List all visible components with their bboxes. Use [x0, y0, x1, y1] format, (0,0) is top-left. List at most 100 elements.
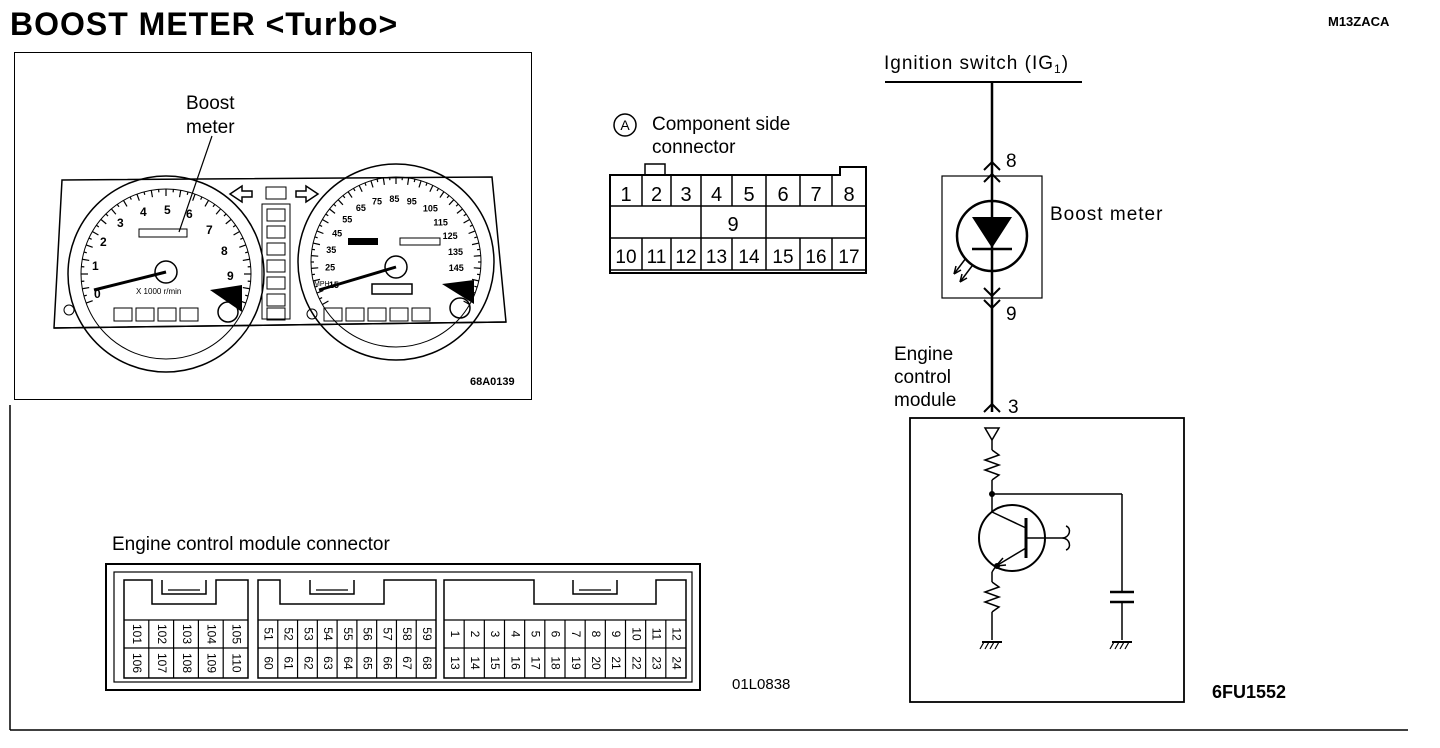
ecm-pin-12: 12 [670, 627, 684, 641]
ecm-pin-102: 102 [155, 624, 169, 644]
tach-number-0: 0 [94, 287, 101, 301]
tach-number-5: 5 [164, 203, 171, 217]
ecm-pin-68: 68 [420, 656, 434, 670]
component-pin-4: 4 [711, 184, 722, 206]
ecm-pin-18: 18 [549, 656, 563, 670]
instrument-cluster-drawing: 0 1 2 3 4 5 6 7 8 9 X 1000 r/min 1 [53, 135, 507, 373]
tach-number-1: 1 [92, 259, 99, 273]
tach-unit: X 1000 r/min [136, 287, 181, 296]
boost-meter-circuit [885, 81, 1185, 703]
component-pin-17: 17 [838, 247, 859, 268]
ecm-pin-61: 61 [281, 656, 295, 670]
ecm-pin-11: 11 [650, 628, 664, 641]
ecm-pin-108: 108 [180, 653, 194, 673]
ecm-pin-109: 109 [205, 653, 219, 673]
ecm-connector-label: Engine control module connector [112, 534, 390, 555]
ecm-pin-15: 15 [488, 656, 502, 670]
speed-number-35: 35 [326, 245, 336, 255]
component-pin-6: 6 [777, 184, 788, 206]
component-pin-11: 11 [647, 247, 667, 268]
speed-number-75: 75 [372, 196, 382, 206]
ecm-pin-14: 14 [468, 656, 482, 670]
ecm-pin-20: 20 [589, 656, 603, 670]
circuit-figure-code: 6FU1552 [1212, 682, 1287, 702]
component-pin-7: 7 [810, 184, 821, 206]
ecm-pin-2: 2 [468, 631, 482, 638]
ecm-pin-19: 19 [569, 656, 583, 670]
ecm-pin-8: 8 [589, 631, 603, 638]
tach-number-8: 8 [221, 244, 228, 258]
warning-lamps [261, 186, 291, 321]
component-pin-8: 8 [843, 184, 854, 206]
component-connector-label-line1: Component side [652, 114, 791, 135]
ignition-switch-label: Ignition switch (IG1) [884, 53, 1070, 76]
speed-number-145: 145 [449, 263, 464, 273]
ecm-pin-10: 10 [629, 627, 643, 641]
tach-number-2: 2 [100, 235, 107, 249]
pin-8-label: 8 [1006, 151, 1017, 172]
ecm-connector-figure-code: 01L0838 [732, 676, 791, 693]
page-title: BOOST METER <Turbo> [10, 6, 399, 42]
ecm-pin-22: 22 [629, 656, 643, 670]
ecm-pin-63: 63 [321, 656, 335, 670]
ecm-pin-62: 62 [301, 656, 315, 670]
boost-label-line2: meter [186, 117, 235, 138]
tach-number-9: 9 [227, 269, 234, 283]
ecm-pin-107: 107 [155, 653, 169, 673]
cluster-bottom-buttons [63, 304, 431, 322]
ecm-pin-67: 67 [400, 656, 414, 670]
component-pin-2: 2 [651, 184, 662, 206]
ecm-pin-53: 53 [301, 627, 315, 641]
component-pin-12: 12 [675, 247, 696, 268]
ecm-pin-110: 110 [229, 653, 243, 672]
speed-number-55: 55 [342, 214, 352, 224]
turn-right-arrow-icon [295, 184, 320, 204]
ecm-pin-54: 54 [321, 627, 335, 641]
ecm-pin-56: 56 [361, 627, 375, 641]
document-code: M13ZACA [1328, 14, 1390, 29]
ecm-pin-6: 6 [549, 631, 563, 638]
ecm-pin-9: 9 [609, 631, 623, 638]
ecm-pin-57: 57 [380, 627, 394, 641]
ecm-pin-58: 58 [400, 627, 414, 641]
cluster-figure-code: 68A0139 [470, 376, 515, 388]
component-pin-13: 13 [706, 247, 727, 268]
component-pin-16: 16 [805, 247, 826, 268]
speed-number-105: 105 [423, 204, 438, 214]
speed-number-85: 85 [389, 194, 399, 204]
ecm-pin-66: 66 [380, 656, 394, 670]
svg-text:A: A [620, 117, 630, 133]
ecm-pin-101: 101 [130, 624, 144, 644]
speed-number-25: 25 [325, 263, 335, 273]
component-pin-14: 14 [738, 247, 760, 268]
ecm-pin-23: 23 [650, 656, 664, 670]
speed-number-95: 95 [407, 197, 417, 207]
ecm-label-line3: module [894, 390, 957, 411]
cluster-figure [14, 52, 532, 400]
speed-number-125: 125 [443, 231, 458, 241]
connector-marker-icon: A [613, 113, 637, 137]
ecm-label-line2: control [894, 367, 952, 388]
ecm-pin-51: 51 [262, 627, 276, 641]
component-pin-10: 10 [615, 247, 636, 268]
ecm-pin-59: 59 [420, 627, 434, 641]
component-pin-15: 15 [772, 247, 793, 268]
ecm-pin-3: 3 [488, 631, 502, 638]
tach-number-6: 6 [186, 207, 193, 221]
speed-number-135: 135 [448, 247, 463, 257]
speed-number-15: 15 [329, 280, 339, 290]
ecm-pin-65: 65 [361, 656, 375, 670]
ecm-pin-21: 21 [609, 656, 623, 670]
ecm-pin-103: 103 [180, 624, 194, 644]
ecm-pin-105: 105 [229, 624, 243, 644]
tach-number-3: 3 [117, 216, 124, 230]
tach-number-4: 4 [140, 205, 147, 219]
component-pin-5: 5 [743, 184, 754, 206]
speed-number-115: 115 [433, 218, 448, 228]
speed-number-65: 65 [356, 203, 366, 213]
ecm-pin-7: 7 [569, 631, 583, 638]
